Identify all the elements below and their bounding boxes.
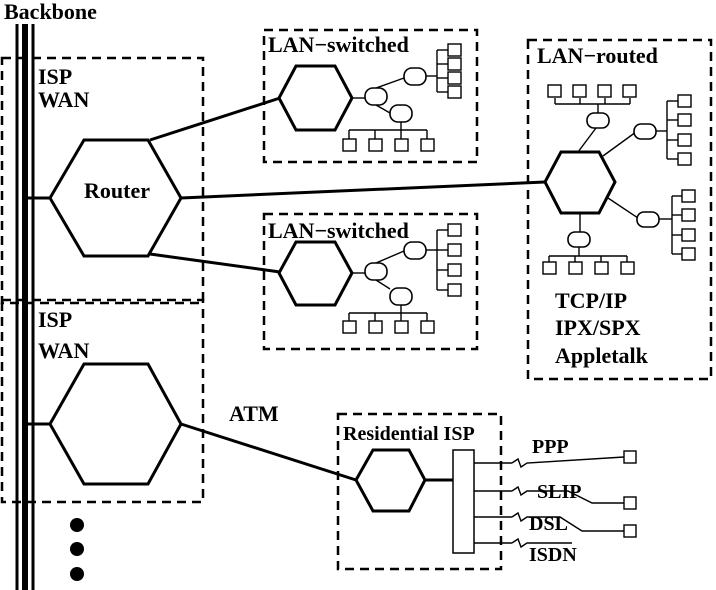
hub-node xyxy=(403,67,427,86)
isp-wan-bottom-box xyxy=(0,298,205,504)
host-node xyxy=(447,71,462,85)
residential-isp: Residential ISP xyxy=(336,412,512,571)
host-node xyxy=(420,320,435,334)
host-node xyxy=(620,261,635,275)
residential-isp-label: Residential ISP xyxy=(343,423,475,445)
atm-label: ATM xyxy=(229,401,279,426)
host-node xyxy=(342,320,357,334)
router-hexagon-small xyxy=(543,150,617,215)
host-node xyxy=(420,138,435,152)
lan-switched-mid-label: LAN−switched xyxy=(268,218,409,243)
host-node xyxy=(572,84,587,98)
host-node xyxy=(447,57,462,71)
isp-wan-bottom-label-1: ISP xyxy=(38,307,72,332)
host-node xyxy=(594,261,609,275)
access-lines: PPP SLIP DSL ISDN xyxy=(511,436,637,566)
ellipsis-dot xyxy=(70,567,84,581)
host-node xyxy=(547,84,562,98)
host-node xyxy=(542,261,557,275)
hub-node xyxy=(364,262,388,281)
host-node xyxy=(447,223,462,237)
host-node xyxy=(447,85,462,99)
router-hexagon xyxy=(48,138,183,258)
lan-routed: LAN−routed xyxy=(526,38,713,381)
host-node xyxy=(342,138,357,152)
lan-switched-mid: LAN−switched xyxy=(262,212,479,351)
isp-wan-bottom-label-2: WAN xyxy=(38,338,89,363)
switch-hexagon xyxy=(277,64,354,132)
host-node xyxy=(677,94,692,108)
lan-routed-label: LAN−routed xyxy=(537,43,658,68)
isp-wan-top-label-2: WAN xyxy=(38,87,89,112)
hub-node xyxy=(389,104,413,123)
link-router-lan-top xyxy=(149,96,281,142)
ellipsis-dot xyxy=(70,542,84,556)
ellipsis-dot xyxy=(70,518,84,532)
host-node xyxy=(394,320,409,334)
access-label: PPP xyxy=(532,436,569,458)
host-node xyxy=(681,247,696,261)
lan-switched-top-label: LAN−switched xyxy=(268,32,409,57)
hub-node xyxy=(403,241,427,260)
host-node xyxy=(681,228,696,242)
backbone-label: Backbone xyxy=(4,0,97,24)
hub-node xyxy=(636,211,660,228)
host-node xyxy=(623,496,637,510)
link-router-lan-mid xyxy=(149,252,281,274)
host-node xyxy=(622,84,637,98)
host-node xyxy=(447,263,462,277)
host-node xyxy=(447,43,462,57)
isp-wan-top-label-1: ISP xyxy=(38,64,72,89)
modem-bank xyxy=(452,449,475,554)
host-node xyxy=(623,450,637,464)
hub-node xyxy=(389,287,413,306)
backbone: Backbone xyxy=(4,0,97,590)
protocol-label: TCP/IP xyxy=(555,288,627,313)
host-node xyxy=(394,138,409,152)
protocol-label: IPX/SPX xyxy=(555,315,641,340)
access-hexagon xyxy=(354,448,427,513)
host-node xyxy=(677,113,692,127)
link-atm-residential xyxy=(180,422,357,482)
hub-node xyxy=(364,87,388,106)
link-router-lan-routed xyxy=(180,180,546,200)
access-label: ISDN xyxy=(529,544,577,566)
isp-wan-hexagon xyxy=(48,362,183,486)
access-label: SLIP xyxy=(537,481,581,503)
host-node xyxy=(677,133,692,147)
hub-node xyxy=(567,231,591,248)
host-node xyxy=(447,283,462,297)
router-label: Router xyxy=(84,178,150,203)
host-node xyxy=(681,189,696,203)
hub-node xyxy=(586,112,610,129)
isp-wan-top-box xyxy=(0,56,205,305)
switch-hexagon xyxy=(277,240,354,307)
access-label: DSL xyxy=(529,513,568,535)
host-node xyxy=(677,152,692,166)
host-node xyxy=(597,84,612,98)
host-node xyxy=(568,261,583,275)
host-node xyxy=(623,524,637,538)
hub-node xyxy=(633,123,657,140)
host-node xyxy=(681,208,696,222)
host-node xyxy=(368,138,383,152)
host-node xyxy=(447,243,462,257)
protocol-label: Appletalk xyxy=(555,343,649,368)
lan-switched-top: LAN−switched xyxy=(262,28,479,164)
host-node xyxy=(368,320,383,334)
